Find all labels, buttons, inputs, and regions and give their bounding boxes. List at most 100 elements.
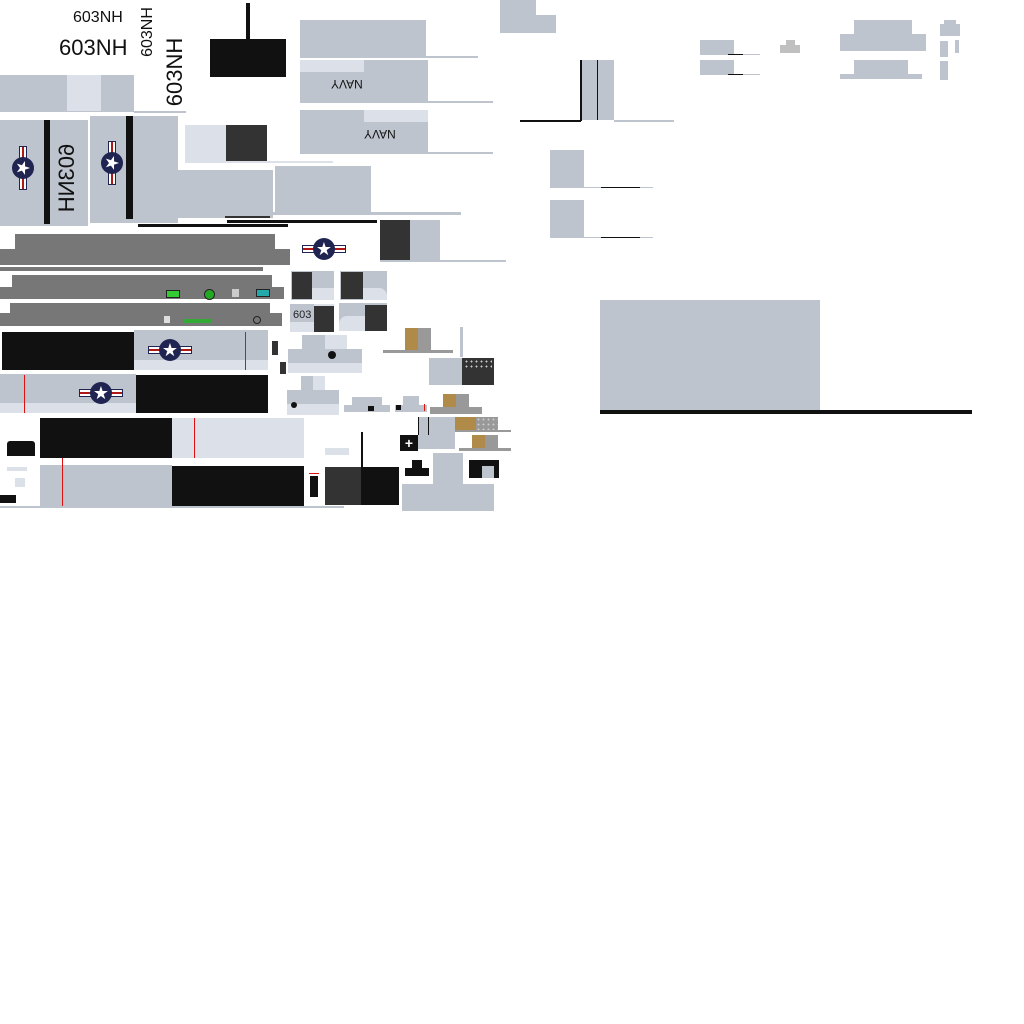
- green-display-icon: [166, 290, 180, 298]
- small-part: [15, 478, 25, 487]
- black-line: [728, 74, 743, 75]
- green-bar-display-icon: [183, 319, 211, 323]
- canopy-panel-light: [185, 125, 226, 162]
- cockpit-strip: [15, 234, 275, 250]
- panel: [275, 166, 371, 213]
- panel: [178, 170, 273, 218]
- crate-side: [485, 435, 498, 448]
- edge-line: [185, 161, 333, 163]
- tile-light: [312, 288, 334, 300]
- seat-body: [287, 390, 339, 404]
- edge-line: [134, 111, 186, 113]
- roundel-vertical-right: ★: [101, 141, 123, 185]
- tail-code-mirrored: 603NH: [54, 143, 79, 213]
- wood-crate: [443, 394, 456, 407]
- shelf: [430, 407, 482, 414]
- wood-crate: [472, 435, 485, 448]
- part-top: [854, 60, 908, 74]
- fuselage-side-lower: [134, 360, 268, 370]
- crate-side: [456, 394, 469, 407]
- black-line: [728, 54, 743, 55]
- small-part: [7, 467, 27, 471]
- seat-base: [288, 363, 362, 373]
- black-stripe: [44, 120, 50, 224]
- black-panel: [136, 375, 268, 413]
- part: [395, 405, 427, 412]
- black-line: [580, 60, 582, 121]
- dot-icon: [291, 402, 297, 408]
- vertical-line: [361, 432, 363, 467]
- tile-dark: [341, 272, 363, 299]
- red-line: [424, 404, 425, 411]
- fuselage-side: [40, 465, 172, 508]
- small-panel: [500, 0, 536, 16]
- dark-panel: [325, 467, 361, 505]
- console: [429, 358, 462, 385]
- edge-line: [743, 74, 760, 75]
- edge-line: [614, 120, 674, 122]
- edge-line: [300, 101, 493, 103]
- edge-line: [0, 506, 344, 508]
- red-line: [309, 473, 319, 474]
- tile-light: [339, 316, 365, 331]
- tile: [290, 304, 314, 322]
- instrument-panel-upper: [12, 275, 272, 289]
- shelf: [459, 448, 511, 451]
- camera-pod-small-icon: [0, 495, 16, 503]
- edge-line: [380, 260, 506, 262]
- camera-pod-icon: [7, 441, 35, 456]
- black-square: [396, 405, 401, 410]
- seat-top: [313, 376, 325, 390]
- black-line: [600, 410, 972, 414]
- small-part: [780, 45, 800, 53]
- small-part: [940, 24, 960, 36]
- small-part: [955, 40, 959, 53]
- cabinet-line: [418, 417, 419, 435]
- crate-side: [418, 328, 431, 350]
- roundel-fuselage: ★: [79, 382, 123, 404]
- dial-icon: [253, 316, 261, 324]
- wood-crate: [454, 417, 476, 430]
- edge-line: [300, 152, 493, 154]
- tile-dark: [314, 306, 334, 332]
- seat-top: [325, 335, 347, 349]
- tile-dark: [292, 272, 312, 299]
- nose-number: 603: [293, 309, 312, 321]
- fuselage-side-lower: [0, 403, 136, 413]
- panel-highlight: [300, 60, 364, 72]
- red-line: [24, 375, 25, 413]
- navy-label-2: NAVY: [364, 127, 396, 141]
- black-panel: [361, 467, 399, 505]
- navy-label-1: NAVY: [331, 77, 363, 91]
- shelf: [441, 430, 511, 432]
- tile-light: [363, 288, 387, 300]
- red-line: [245, 332, 246, 370]
- small-part: [940, 41, 948, 57]
- dark-panel: [380, 220, 410, 260]
- fuselage-side: [0, 374, 136, 403]
- medical-cross-icon: +: [400, 435, 418, 451]
- tail-code-large: 603NH: [59, 35, 128, 60]
- roundel-horizontal: ★: [302, 238, 346, 260]
- edge-line: [743, 54, 760, 55]
- black-line: [601, 237, 640, 238]
- instrument-panel-lower: [10, 303, 270, 315]
- shelf: [383, 350, 453, 353]
- edge-line: [178, 212, 461, 215]
- black-line: [597, 60, 598, 120]
- block-base: [405, 468, 429, 476]
- seam-line: [225, 216, 270, 218]
- black-cylinder: [310, 476, 318, 497]
- tail-code-vertical-large: 603NH: [162, 37, 187, 107]
- seam-line: [227, 220, 377, 223]
- big-t-base: [402, 484, 494, 511]
- seat-body: [288, 349, 362, 363]
- small-part: [786, 40, 795, 45]
- red-line: [194, 418, 195, 458]
- antenna-block: [210, 39, 286, 77]
- cabinet-line: [428, 417, 429, 435]
- star-icon: ★: [159, 339, 181, 361]
- part-top: [854, 20, 912, 34]
- cockpit-strip: [0, 267, 263, 271]
- tile-dark: [365, 305, 387, 331]
